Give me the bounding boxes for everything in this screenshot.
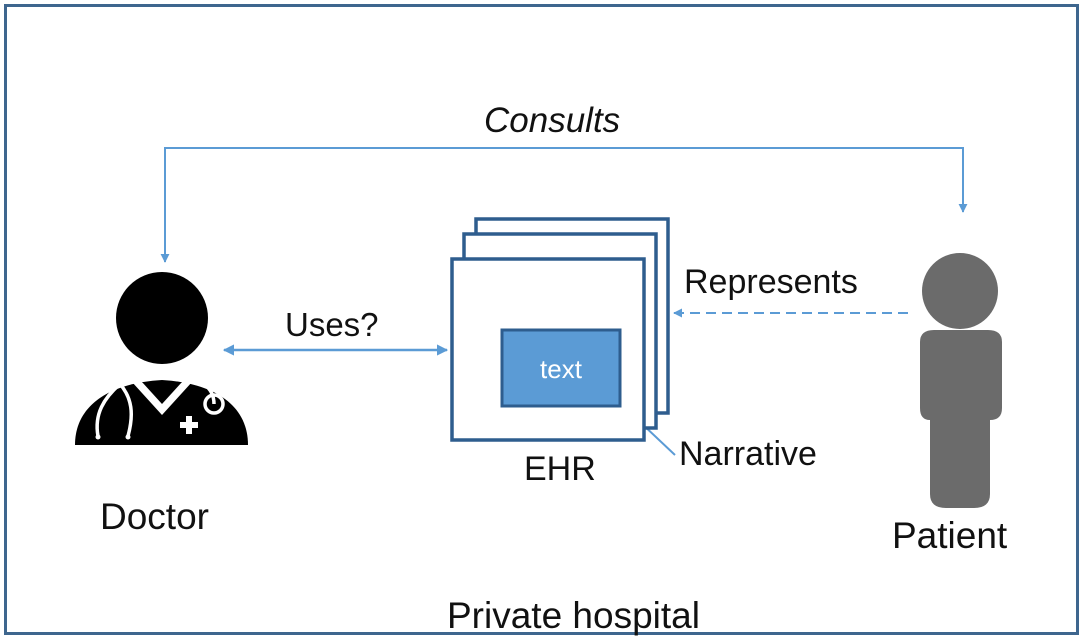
doctor-label: Doctor bbox=[100, 496, 209, 537]
doctor-icon bbox=[75, 272, 248, 445]
patient-icon bbox=[920, 253, 1002, 508]
consults-arrow bbox=[160, 147, 968, 263]
narrative-label: Narrative bbox=[679, 435, 817, 473]
hospital-frame bbox=[4, 4, 1079, 635]
ehr-text-box bbox=[500, 328, 622, 408]
patient-label: Patient bbox=[892, 515, 1008, 556]
text-box-label: text bbox=[540, 354, 582, 384]
ehr-label: EHR bbox=[524, 450, 596, 488]
uses-label: Uses? bbox=[285, 306, 379, 343]
consults-label: Consults bbox=[484, 101, 621, 140]
frame-label: Private hospital bbox=[447, 595, 700, 636]
represents-label: Represents bbox=[684, 263, 858, 301]
